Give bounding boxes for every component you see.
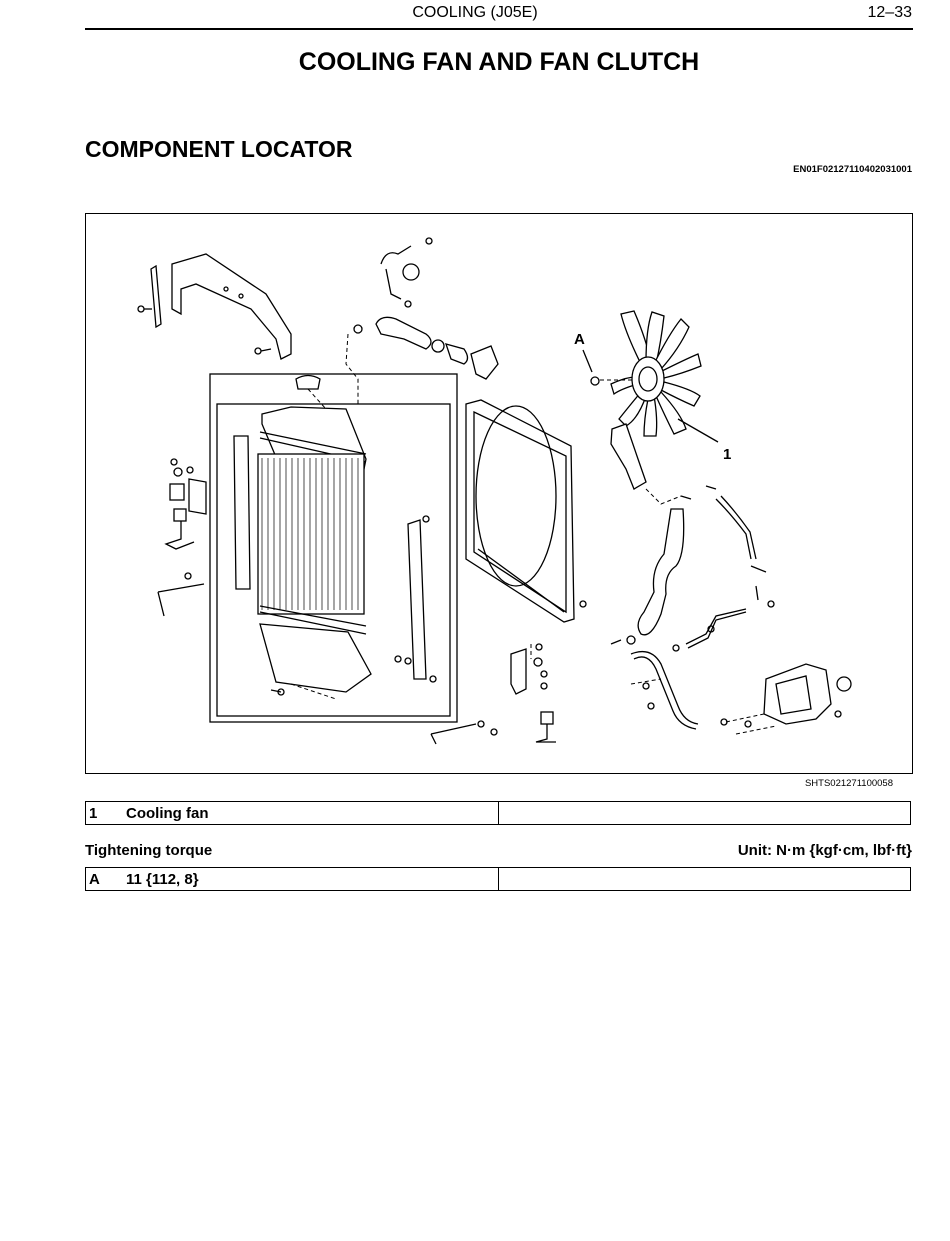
coolant-reservoir bbox=[720, 663, 852, 735]
torque-value: 11 {112, 8} bbox=[126, 871, 199, 888]
part-number: 1 bbox=[89, 805, 98, 822]
overflow-pipe bbox=[672, 495, 775, 652]
table-row: 1 Cooling fan bbox=[86, 802, 499, 824]
left-mounting-parts bbox=[157, 458, 207, 617]
section-subtitle: COMPONENT LOCATOR bbox=[85, 136, 353, 162]
callout-1-label: 1 bbox=[723, 446, 731, 463]
part-name: Cooling fan bbox=[126, 805, 209, 822]
parts-table: 1 Cooling fan bbox=[85, 801, 911, 825]
header-rule bbox=[85, 28, 913, 30]
callout-a-label: A bbox=[574, 331, 585, 348]
upper-support-bracket bbox=[137, 253, 292, 360]
lower-radiator-hose bbox=[610, 508, 685, 645]
left-side-bracket bbox=[233, 435, 251, 590]
callout-1-leader bbox=[677, 418, 719, 443]
torque-heading: Tightening torque bbox=[85, 842, 213, 859]
figure-id: SHTS021271100058 bbox=[804, 778, 893, 789]
radiator-group-frame-inner bbox=[216, 403, 451, 717]
cooling-fan bbox=[590, 310, 702, 437]
header-section-title: COOLING (J05E) bbox=[412, 4, 538, 21]
table-row: A 11 {112, 8} bbox=[86, 868, 499, 890]
document-id: EN01F02127110402031001 bbox=[793, 164, 912, 175]
torque-unit: Unit: N·m {kgf·cm, lbf·ft} bbox=[737, 842, 912, 859]
torque-key: A bbox=[89, 871, 100, 888]
fan-bracket bbox=[610, 423, 647, 490]
header-page-number: 12–33 bbox=[867, 4, 913, 21]
exploded-view-illustration: A 1 bbox=[137, 237, 852, 745]
radiator-group-frame-outer bbox=[209, 373, 458, 723]
small-bypass-hose bbox=[380, 237, 433, 308]
upper-radiator-hose bbox=[345, 316, 499, 404]
right-side-bracket bbox=[407, 519, 427, 680]
fan-shroud bbox=[465, 399, 587, 623]
radiator-core bbox=[257, 406, 372, 700]
callout-a-leader bbox=[582, 349, 593, 373]
page-title: COOLING FAN AND FAN CLUTCH bbox=[298, 48, 700, 76]
reservoir-hose bbox=[630, 650, 699, 730]
component-diagram: A 1 bbox=[85, 213, 913, 774]
torque-table: A 11 {112, 8} bbox=[85, 867, 911, 891]
lower-mounting-bracket bbox=[430, 643, 556, 745]
radiator-cap bbox=[295, 374, 321, 390]
